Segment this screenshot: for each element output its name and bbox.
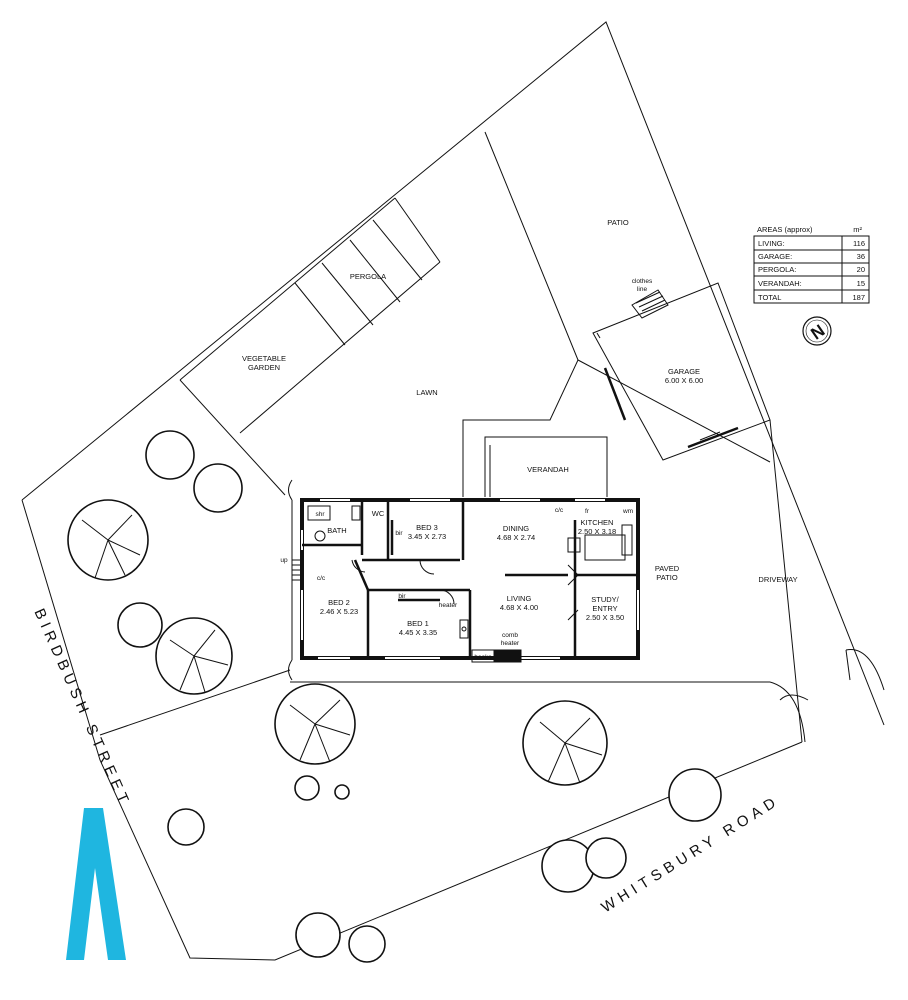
tree-large: [67, 499, 149, 581]
bed2-label: BED 2: [328, 598, 350, 607]
site-boundary: [21, 21, 885, 961]
clothes-line-label: clothes: [632, 278, 653, 285]
tree-large: [155, 617, 233, 695]
tree-small: [117, 602, 163, 648]
garage: [592, 282, 771, 461]
tree-small: [193, 463, 243, 513]
shower-label: shr: [315, 511, 325, 518]
vegetable-garden-label: VEGETABLE: [242, 354, 286, 363]
areas-row-value: 116: [853, 239, 865, 248]
tree-small: [348, 925, 386, 963]
tree-small: [294, 775, 320, 801]
tree-large: [522, 700, 608, 786]
vegetable-garden-label: GARDEN: [248, 363, 280, 372]
birdbush-street-label: BIRDBUSH STREET: [30, 606, 133, 810]
tree-small: [295, 912, 341, 958]
kitchen-label: KITCHEN: [581, 518, 614, 527]
north-arrow-icon: N: [802, 316, 832, 346]
bed1-label: BED 1: [407, 619, 429, 628]
house-walls: [288, 479, 640, 681]
comb-heater-label: comb: [502, 632, 518, 639]
tree-small: [668, 768, 722, 822]
areas-total-value: 187: [852, 293, 865, 302]
bath-label: BATH: [327, 526, 346, 535]
comb-heater-label: heater: [501, 640, 520, 647]
verandah-label: VERANDAH: [527, 465, 569, 474]
clothes-line-label: line: [637, 286, 648, 293]
areas-row-label: VERANDAH:: [758, 279, 802, 288]
patio-label: PATIO: [607, 218, 629, 227]
wc-label: WC: [372, 509, 385, 518]
tree-large: [274, 683, 356, 765]
lawn-label: LAWN: [416, 388, 437, 397]
areas-row-value: 20: [857, 265, 865, 274]
clothes-line: [631, 289, 669, 319]
kitchen-dims: 2.50 x 3.18: [578, 527, 616, 536]
areas-table: AREAS (approx) m² LIVING: 116 GARAGE: 36…: [753, 225, 870, 304]
dining-label: DINING: [503, 524, 529, 533]
tree-small: [541, 839, 595, 893]
bed1-dims: 4.45 x 3.35: [399, 628, 437, 637]
areas-row-label: LIVING:: [758, 239, 785, 248]
areas-unit: m²: [853, 225, 862, 234]
areas-total-label: TOTAL: [758, 293, 781, 302]
living-dims: 4.68 x 4.00: [500, 603, 538, 612]
washing-machine-label: wm: [622, 508, 633, 515]
driveway-label: DRIVEWAY: [758, 575, 797, 584]
fridge-label: fr: [585, 508, 590, 515]
study-dims: 2.50 x 3.50: [586, 613, 624, 622]
robe-label: bir: [398, 593, 406, 600]
tree-small: [334, 784, 350, 800]
bed3-dims: 3.45 x 2.73: [408, 532, 446, 541]
study-label: STUDY/: [591, 595, 619, 604]
up-label: up: [280, 557, 288, 564]
books-label: books: [474, 654, 492, 661]
areas-title: AREAS (approx): [757, 225, 813, 234]
dining-dims: 4.68 x 2.74: [497, 533, 535, 542]
tree-small: [585, 837, 627, 879]
areas-row-label: GARAGE:: [758, 252, 792, 261]
brand-logo-icon: [66, 808, 126, 960]
bed2-dims: 2.46 x 5.23: [320, 607, 358, 616]
paved-patio-label: PAVED: [655, 564, 680, 573]
living-label: LIVING: [507, 594, 532, 603]
robe-label: bir: [395, 530, 403, 537]
areas-row-value: 36: [857, 252, 865, 261]
areas-row-value: 15: [857, 279, 865, 288]
areas-row-label: PERGOLA:: [758, 265, 796, 274]
garage-dims: 6.00 x 6.00: [665, 376, 703, 385]
garage-label: GARAGE: [668, 367, 700, 376]
paved-patio-label: PATIO: [656, 573, 678, 582]
trees: [67, 430, 722, 963]
pergola-label: PERGOLA: [350, 272, 386, 281]
cupboard-label: c/c: [555, 507, 564, 514]
study-label: ENTRY: [592, 604, 617, 613]
heater-label: heater: [439, 602, 458, 609]
cupboard-label: c/c: [317, 575, 326, 582]
bed3-label: BED 3: [416, 523, 438, 532]
tree-small: [145, 430, 195, 480]
tree-small: [167, 808, 205, 846]
